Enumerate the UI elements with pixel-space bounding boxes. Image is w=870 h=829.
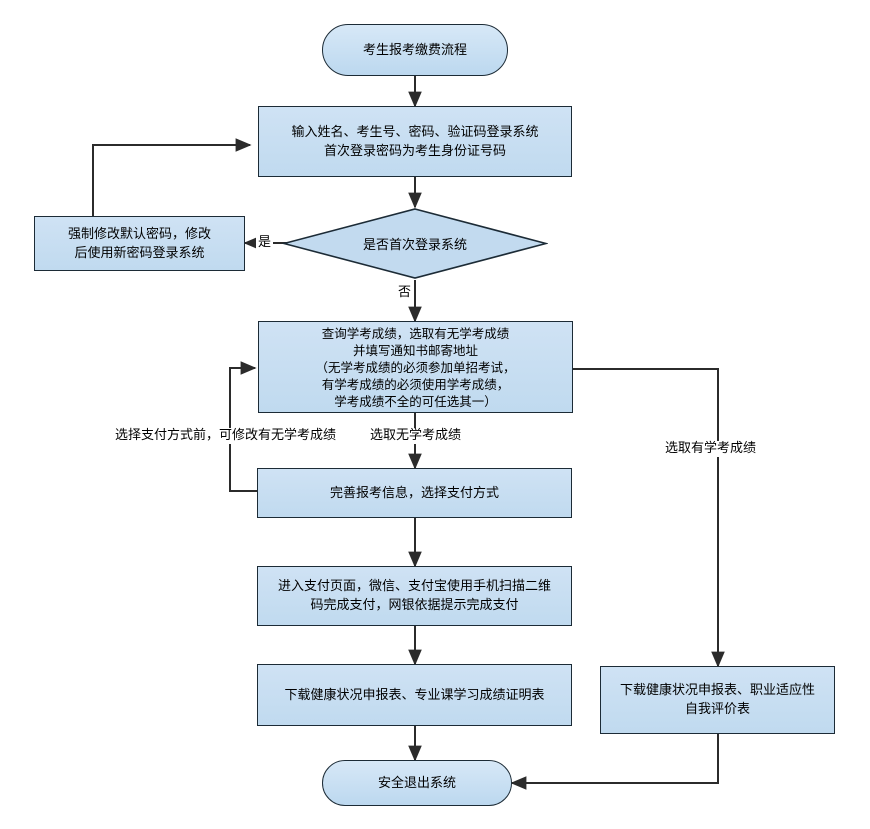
node-query-scores-label: 查询学考成绩，选取有无学考成绩 并填写通知书邮寄地址 （无学考成绩的必须参加单招… [315, 325, 516, 409]
edge-change-password-to-login [92, 138, 252, 216]
node-payment-label: 进入支付页面，微信、支付宝使用手机扫描二维 码完成支付，网银依据提示完成支付 [277, 579, 551, 613]
node-login[interactable]: 输入姓名、考生号、密码、验证码登录系统 首次登录密码为考生身份证号码 [258, 106, 572, 177]
node-first-login-decision[interactable]: 是否首次登录系统 [282, 207, 548, 280]
node-login-label: 输入姓名、考生号、密码、验证码登录系统 首次登录密码为考生身份证号码 [291, 124, 539, 159]
node-end-label: 安全退出系统 [377, 775, 456, 791]
node-query-scores[interactable]: 查询学考成绩，选取有无学考成绩 并填写通知书邮寄地址 （无学考成绩的必须参加单招… [258, 321, 573, 413]
node-first-login-decision-label: 是否首次登录系统 [362, 238, 467, 253]
node-payment[interactable]: 进入支付页面，微信、支付宝使用手机扫描二维 码完成支付，网银依据提示完成支付 [257, 566, 572, 626]
node-change-password[interactable]: 强制修改默认密码，修改 后使用新密码登录系统 [34, 216, 245, 271]
node-download-right-label: 下载健康状况申报表、职业适应性 自我评价表 [619, 683, 815, 717]
node-start-label: 考生报考缴费流程 [362, 42, 467, 58]
edge-download-right-to-end [510, 734, 719, 790]
node-download-right[interactable]: 下载健康状况申报表、职业适应性 自我评价表 [600, 666, 835, 734]
node-download-left[interactable]: 下载健康状况申报表、专业课学习成绩证明表 [257, 664, 572, 726]
edge-label-select-has-score: 选取有学考成绩 [663, 441, 759, 457]
edge-label-modify-before-pay: 选择支付方式前，可修改有无学考成绩 [113, 428, 339, 444]
edge-label-select-no-score: 选取无学考成绩 [368, 428, 464, 444]
diamond-shape [282, 208, 548, 279]
node-end[interactable]: 安全退出系统 [322, 760, 512, 806]
edge-label-no: 否 [396, 285, 414, 301]
node-complete-info-label: 完善报考信息，选择支付方式 [329, 485, 499, 501]
node-start[interactable]: 考生报考缴费流程 [322, 24, 508, 76]
node-complete-info[interactable]: 完善报考信息，选择支付方式 [257, 468, 572, 518]
edge-label-yes: 是 [256, 235, 274, 251]
edge-query-scores-to-download-right [573, 368, 725, 668]
node-download-left-label: 下载健康状况申报表、专业课学习成绩证明表 [284, 687, 545, 703]
node-change-password-label: 强制修改默认密码，修改 后使用新密码登录系统 [67, 226, 211, 261]
